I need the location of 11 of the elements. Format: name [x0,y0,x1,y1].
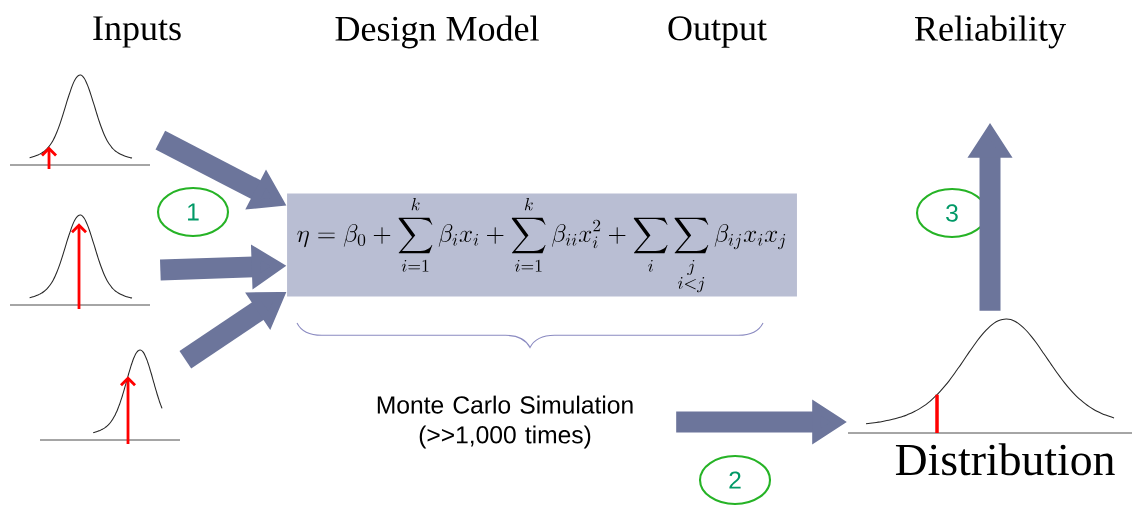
column-heading: Inputs [93,16,181,48]
column-heading: Output [668,16,767,48]
column-heading: Design Model [335,15,539,49]
distribution-drawing [847,318,1133,434]
distribution-drawing [9,214,151,309]
formula-box: $\eta = \beta_0 + \sum_{i=1}^{k}\beta_i x_i + \sum_{i=1}^{k}\beta_{ii} x_i^2 + \sum_{i}\sum_{\substack{j\\ i<j}}\beta_{ij} x_i x_j$ [287,193,797,297]
caption-text: Distribution [895,443,1115,476]
distribution-drawing [39,349,181,444]
distribution-drawing [9,74,151,169]
caption-text: Monte Carlo Simulation (>>1,000 times) [377,395,633,449]
column-heading: Reliability [915,15,1066,49]
